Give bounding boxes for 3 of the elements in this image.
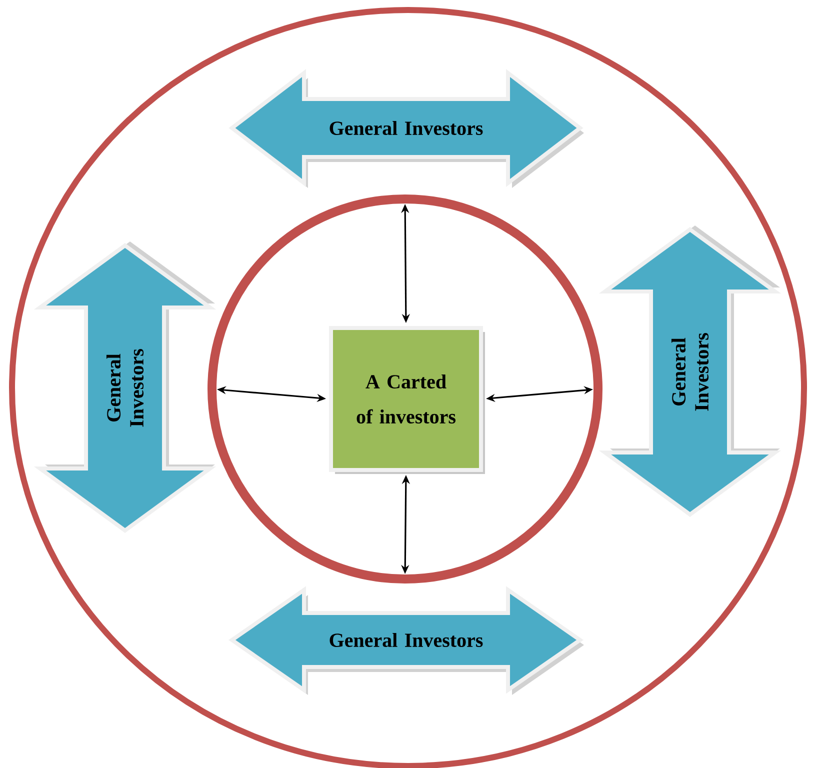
ring: [208, 194, 602, 584]
ring: [9, 7, 807, 768]
process-box: A Carted of investors: [329, 326, 485, 474]
